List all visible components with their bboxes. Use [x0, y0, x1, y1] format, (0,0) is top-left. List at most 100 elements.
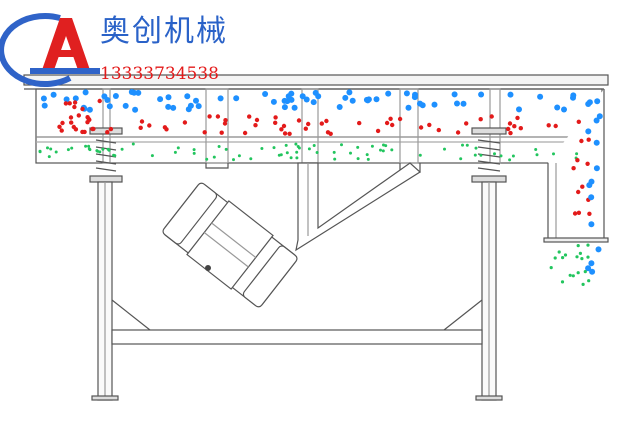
rib: [489, 88, 501, 164]
fine-particle: [332, 150, 336, 154]
coarse-particle: [72, 95, 79, 102]
screen-box: [35, 88, 603, 164]
medium-particle: [580, 184, 585, 189]
medium-particle: [85, 120, 90, 125]
medium-particle: [296, 118, 302, 123]
coarse-particle: [122, 102, 129, 109]
fine-particle: [295, 156, 299, 160]
fine-particle: [312, 144, 316, 147]
medium-particle: [587, 211, 592, 216]
coarse-particle: [364, 97, 371, 104]
medium-particle: [71, 124, 77, 130]
coarse-particle: [170, 104, 177, 111]
medium-particle: [576, 210, 582, 215]
medium-particle: [139, 119, 145, 124]
fine-particle: [212, 155, 216, 159]
rib: [399, 88, 419, 164]
spring-coil: [95, 160, 117, 165]
medium-particle: [242, 130, 248, 136]
coarse-particle: [281, 104, 288, 111]
coarse-particle: [63, 96, 70, 103]
medium-particle: [586, 137, 591, 142]
medium-particle: [138, 125, 143, 130]
fine-particle: [459, 157, 463, 161]
coarse-particle: [193, 97, 199, 104]
medium-particle: [324, 118, 329, 124]
fine-particle: [552, 152, 555, 156]
coarse-particle: [165, 94, 172, 101]
fine-particle: [571, 274, 575, 278]
spring-coil: [477, 139, 501, 144]
fine-particle: [576, 244, 580, 248]
medium-particle: [91, 126, 96, 132]
medium-particle: [63, 101, 69, 106]
fine-particle: [499, 154, 503, 158]
coarse-particle: [233, 95, 240, 102]
medium-particle: [455, 130, 461, 135]
logo-letter-a: [42, 18, 90, 70]
fine-particle: [295, 150, 299, 154]
medium-particle: [215, 114, 221, 119]
fine-particle: [576, 271, 580, 275]
medium-particle: [222, 121, 228, 126]
fine-particle: [84, 144, 88, 148]
medium-particle: [579, 138, 584, 144]
phone-number: 13333734538: [100, 64, 219, 84]
coarse-particle: [310, 99, 317, 106]
fine-particle: [418, 153, 422, 157]
fine-particle: [333, 157, 337, 161]
medium-particle: [357, 120, 362, 126]
fine-particle: [443, 147, 446, 151]
spring-coil: [95, 167, 117, 172]
fine-particle: [249, 157, 253, 161]
fine-particle: [284, 143, 288, 147]
medium-particle: [69, 120, 74, 125]
fine-particle: [205, 157, 209, 161]
left-foot: [91, 395, 119, 401]
coarse-particle: [270, 98, 277, 105]
medium-particle: [80, 106, 85, 112]
coarse-particle: [586, 182, 593, 189]
coarse-particle: [299, 93, 306, 100]
spring-top-plate: [471, 127, 507, 135]
coarse-particle: [312, 89, 319, 96]
coarse-particle: [40, 95, 47, 102]
medium-particle: [72, 100, 78, 105]
coarse-particle: [128, 89, 135, 95]
medium-particle: [328, 131, 333, 136]
coarse-particle: [132, 106, 139, 113]
medium-particle: [518, 126, 523, 131]
fine-particle: [106, 147, 110, 151]
coarse-particle: [336, 104, 343, 110]
medium-particle: [397, 116, 403, 122]
coarse-particle: [288, 96, 295, 103]
fine-particle: [150, 154, 154, 158]
medium-particle: [375, 128, 381, 134]
fine-particle: [370, 144, 374, 148]
company-name: 奥创机械: [100, 14, 228, 49]
medium-particle: [219, 130, 224, 135]
motor-end-cap: [242, 245, 298, 308]
medium-particle: [585, 161, 590, 166]
fine-particle: [192, 151, 196, 155]
fine-particle: [586, 243, 590, 247]
fine-particle: [479, 153, 483, 157]
fine-particle: [365, 153, 369, 157]
coarse-particle: [516, 106, 522, 113]
medium-particle: [147, 123, 152, 128]
coarse-particle: [50, 91, 57, 98]
coarse-particle: [342, 94, 349, 101]
medium-particle: [303, 126, 308, 131]
medium-particle: [576, 119, 581, 125]
medium-particle: [427, 122, 432, 128]
coarse-particle: [411, 94, 418, 101]
coarse-particle: [385, 90, 392, 97]
fine-particle: [473, 153, 477, 157]
coarse-particle: [585, 101, 592, 107]
medium-particle: [108, 126, 114, 132]
fine-particle: [549, 266, 553, 270]
fine-particle: [508, 158, 512, 162]
coarse-particle: [185, 106, 192, 113]
logo-base-bar: [30, 68, 100, 74]
